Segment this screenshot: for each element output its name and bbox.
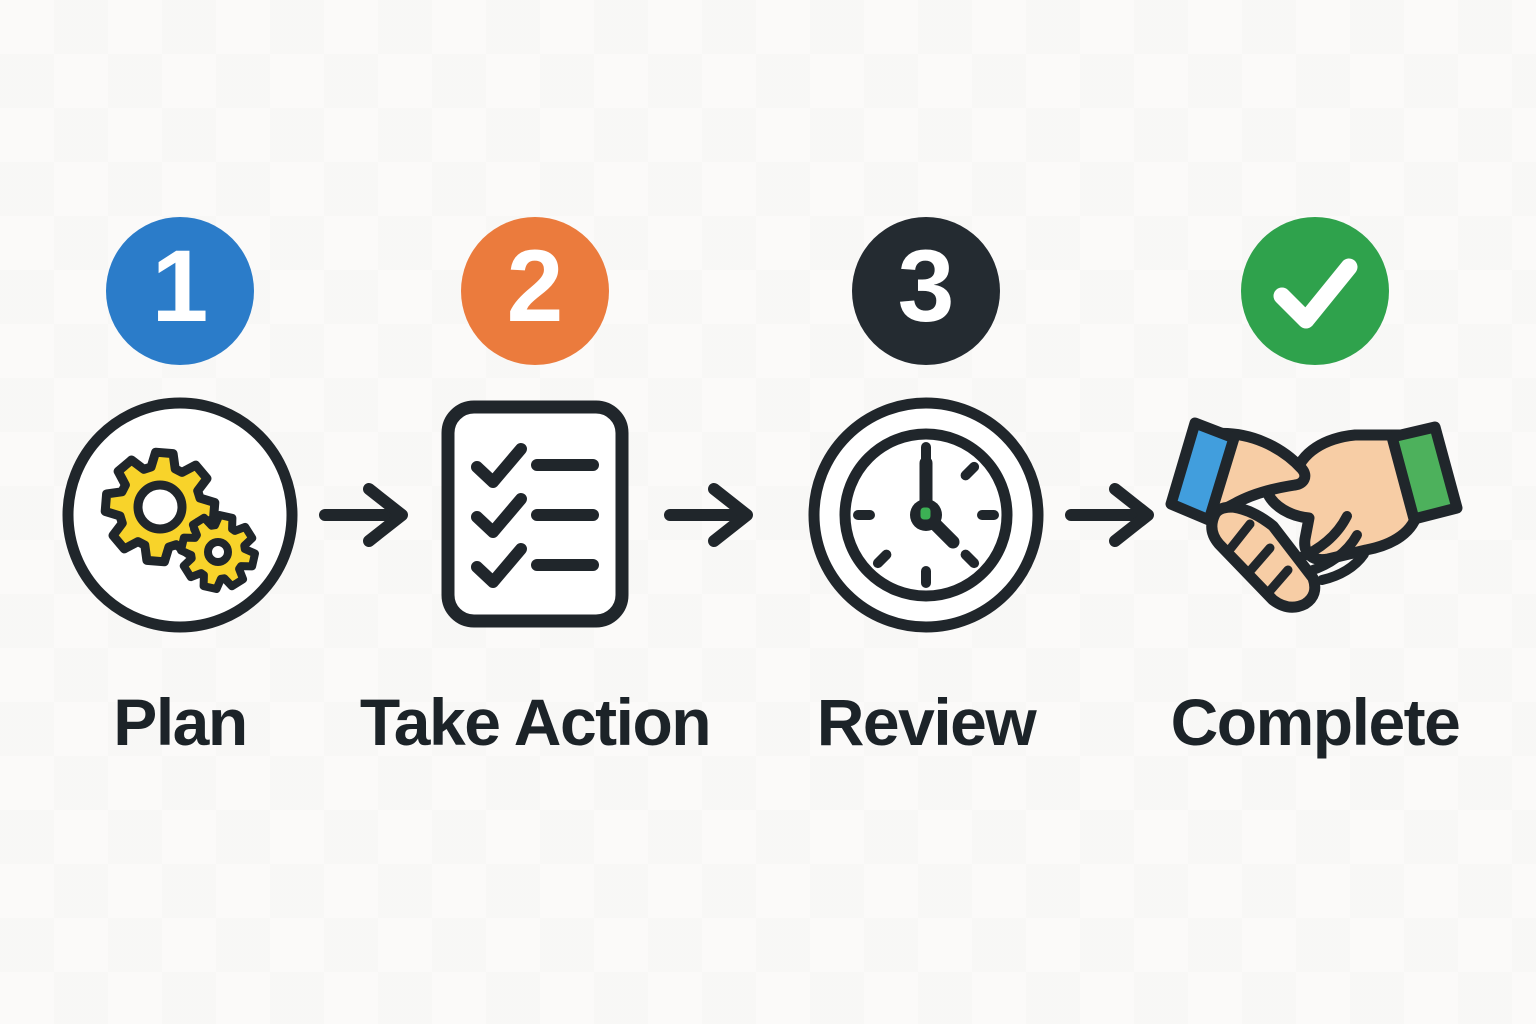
step-label: Plan — [113, 685, 248, 759]
checklist-icon — [441, 400, 629, 628]
clock-icon — [808, 397, 1044, 633]
step-number: 3 — [897, 229, 955, 343]
step-number-badge: 2 — [461, 217, 609, 365]
checkmark-icon — [1273, 258, 1358, 329]
handshake-icon — [1165, 417, 1463, 613]
step-number-badge: 3 — [852, 217, 1000, 365]
step-complete: Complete — [1135, 0, 1495, 1024]
step-number: 2 — [506, 229, 564, 343]
step-label: Take Action — [359, 685, 712, 759]
step-label: Complete — [1170, 685, 1461, 759]
step-check-badge — [1241, 217, 1389, 365]
arrow-right-icon — [1065, 483, 1154, 547]
step-number-badge: 1 — [106, 217, 254, 365]
step-take-action: 2 Take Action — [355, 0, 715, 1024]
step-number: 1 — [151, 229, 209, 343]
step-review: 3 Review — [746, 0, 1106, 1024]
step-plan: 1 Plan — [0, 0, 360, 1024]
arrow-right-icon — [664, 483, 753, 547]
arrow-right-icon — [319, 483, 408, 547]
gears-icon — [62, 397, 298, 633]
step-label: Review — [816, 685, 1037, 759]
